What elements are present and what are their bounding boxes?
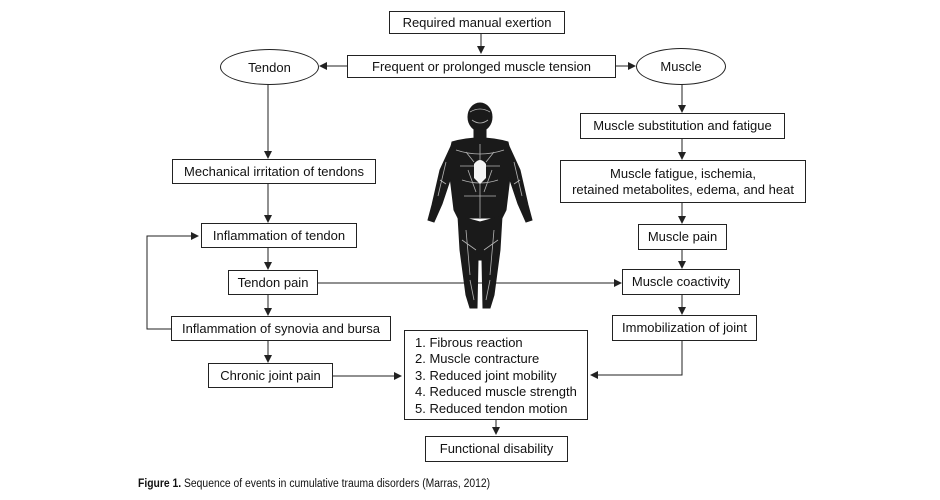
outcome-item: 4. Reduced muscle strength bbox=[415, 384, 577, 400]
caption-text: Sequence of events in cumulative trauma … bbox=[181, 478, 491, 490]
inflammation-tendon-box: Inflammation of tendon bbox=[201, 223, 357, 248]
muscle-coactivity-box: Muscle coactivity bbox=[622, 269, 740, 295]
figure-caption: Figure 1. Sequence of events in cumulati… bbox=[138, 478, 490, 490]
outcome-item: 5. Reduced tendon motion bbox=[415, 400, 568, 416]
muscle-fatigue-line-1: Muscle fatigue, ischemia, bbox=[610, 165, 756, 181]
immobilization-box: Immobilization of joint bbox=[612, 315, 757, 341]
outcome-item: 3. Reduced joint mobility bbox=[415, 367, 557, 383]
arrow-immobilization-to-outcomes bbox=[590, 340, 683, 379]
required-exertion-box: Required manual exertion bbox=[389, 11, 565, 34]
outcomes-list-box: 1. Fibrous reaction 2. Muscle contractur… bbox=[404, 330, 588, 420]
tendon-oval: Tendon bbox=[220, 49, 319, 85]
tendon-pain-box: Tendon pain bbox=[228, 270, 318, 295]
inflammation-synovia-box: Inflammation of synovia and bursa bbox=[171, 316, 391, 341]
outcome-item: 2. Muscle contracture bbox=[415, 351, 540, 367]
muscle-pain-box: Muscle pain bbox=[638, 224, 727, 250]
mechanical-irritation-box: Mechanical irritation of tendons bbox=[172, 159, 376, 184]
caption-label: Figure 1. bbox=[138, 478, 182, 490]
muscle-fatigue-box: Muscle fatigue, ischemia, retained metab… bbox=[560, 160, 806, 203]
arrow-feedback-loop bbox=[146, 232, 199, 330]
human-body-figure bbox=[427, 102, 533, 309]
chronic-joint-pain-box: Chronic joint pain bbox=[208, 363, 333, 388]
frequent-tension-box: Frequent or prolonged muscle tension bbox=[347, 55, 616, 78]
muscle-fatigue-line-2: retained metabolites, edema, and heat bbox=[572, 181, 794, 197]
functional-disability-box: Functional disability bbox=[425, 436, 568, 462]
outcome-item: 1. Fibrous reaction bbox=[415, 335, 523, 350]
muscle-oval: Muscle bbox=[636, 48, 726, 85]
muscle-substitution-box: Muscle substitution and fatigue bbox=[580, 113, 785, 139]
